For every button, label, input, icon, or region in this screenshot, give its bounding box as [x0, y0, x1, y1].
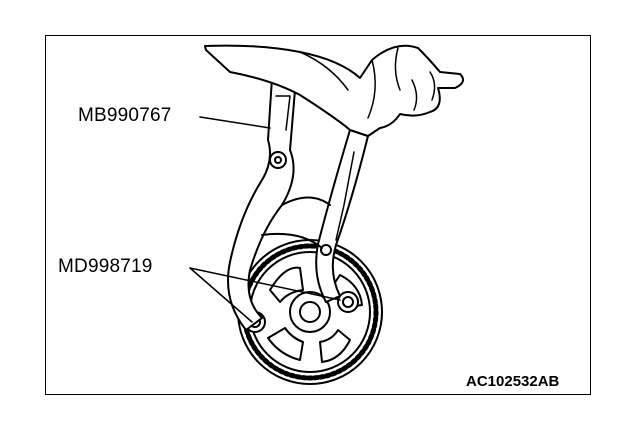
leader-mb990767 [199, 116, 271, 129]
callout-mb990767: MB990767 [78, 105, 172, 126]
figure-code: AC102532AB [466, 373, 560, 390]
callout-md998719: MD998719 [58, 256, 153, 277]
leader-lines [189, 116, 341, 323]
leader-md998719-right [189, 267, 341, 301]
leader-md998719-left [189, 267, 253, 323]
hand [204, 44, 465, 137]
pin-right [337, 291, 359, 313]
spanner-wrench-right-arm [261, 129, 369, 303]
camshaft-sprocket [237, 239, 383, 385]
figure-frame [45, 35, 591, 395]
